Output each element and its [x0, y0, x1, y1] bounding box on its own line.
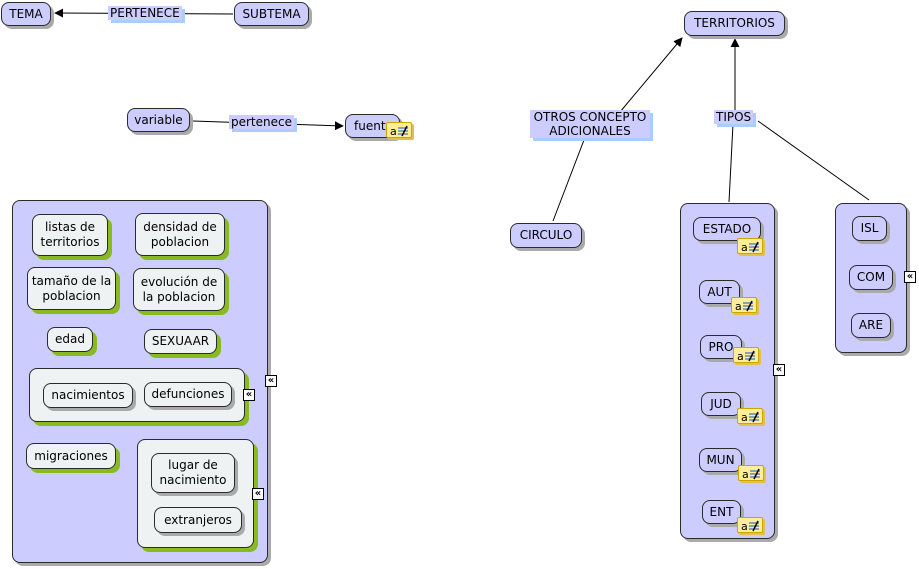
concept-are[interactable]: ARE — [851, 313, 891, 338]
collapse-territory-types-icon[interactable]: « — [773, 364, 785, 376]
concept-mun[interactable]: MUN — [699, 448, 742, 472]
svg-text:a: a — [390, 125, 397, 138]
note-icon[interactable]: a — [737, 408, 763, 424]
concept-densidad-poblacion[interactable]: densidad de poblacion — [135, 213, 225, 256]
concept-circulo[interactable]: CIRCULO — [510, 223, 582, 248]
svg-text:a: a — [741, 241, 748, 254]
svg-text:a: a — [742, 468, 749, 481]
svg-text:a: a — [735, 300, 742, 313]
collapse-population-group-icon[interactable]: « — [265, 375, 277, 387]
concept-defunciones[interactable]: defunciones — [144, 382, 232, 407]
collapse-births-deaths-icon[interactable]: « — [243, 389, 255, 401]
concept-edad[interactable]: edad — [47, 327, 93, 352]
collapse-migration-origin-icon[interactable]: « — [252, 488, 264, 500]
note-icon[interactable]: a — [386, 122, 412, 138]
concept-isl[interactable]: ISL — [852, 216, 887, 241]
concept-territorios[interactable]: TERRITORIOS — [684, 11, 785, 36]
concept-tamano-poblacion[interactable]: tamaño de la poblacion — [27, 267, 116, 310]
link-circulo-otros — [552, 139, 585, 222]
note-icon[interactable]: a — [731, 297, 757, 313]
concept-com[interactable]: COM — [849, 265, 893, 290]
concept-estado[interactable]: ESTADO — [693, 217, 761, 241]
link-isl-group-tipos — [757, 120, 870, 201]
concept-ent[interactable]: ENT — [702, 500, 741, 524]
concept-listas-territorios[interactable]: listas de territorios — [32, 214, 108, 256]
concept-subtema[interactable]: SUBTEMA — [234, 2, 309, 26]
svg-text:a: a — [737, 350, 744, 363]
linking-phrase-pertenece-upper: PERTENECE — [108, 6, 182, 20]
note-icon[interactable]: a — [733, 347, 759, 363]
concept-variable[interactable]: variable — [127, 108, 190, 132]
concept-migraciones[interactable]: migraciones — [26, 443, 116, 469]
svg-text:a: a — [741, 520, 748, 533]
linking-phrase-otros-concepto: OTROS CONCEPTO ADICIONALES — [530, 110, 650, 138]
note-icon[interactable]: a — [738, 465, 764, 481]
linking-phrase-tipos: TIPOS — [714, 110, 754, 124]
link-otros-territorios — [619, 37, 683, 113]
concept-lugar-nacimiento[interactable]: lugar de nacimiento — [151, 453, 235, 493]
note-icon[interactable]: a — [737, 517, 763, 533]
link-estado-group-tipos — [728, 123, 734, 203]
collapse-isl-com-are-icon[interactable]: « — [904, 271, 916, 283]
svg-text:a: a — [741, 411, 748, 424]
concept-extranjeros[interactable]: extranjeros — [154, 507, 242, 533]
note-icon[interactable]: a — [737, 238, 763, 254]
concept-evolucion-poblacion[interactable]: evolución de la poblacion — [133, 268, 225, 311]
concept-tema[interactable]: TEMA — [1, 2, 51, 26]
concept-nacimientos[interactable]: nacimientos — [43, 383, 133, 408]
concept-sexuaar[interactable]: SEXUAAR — [144, 329, 217, 354]
concept-jud[interactable]: JUD — [701, 392, 741, 416]
linking-phrase-pertenece-lower: pertenece — [229, 115, 294, 129]
